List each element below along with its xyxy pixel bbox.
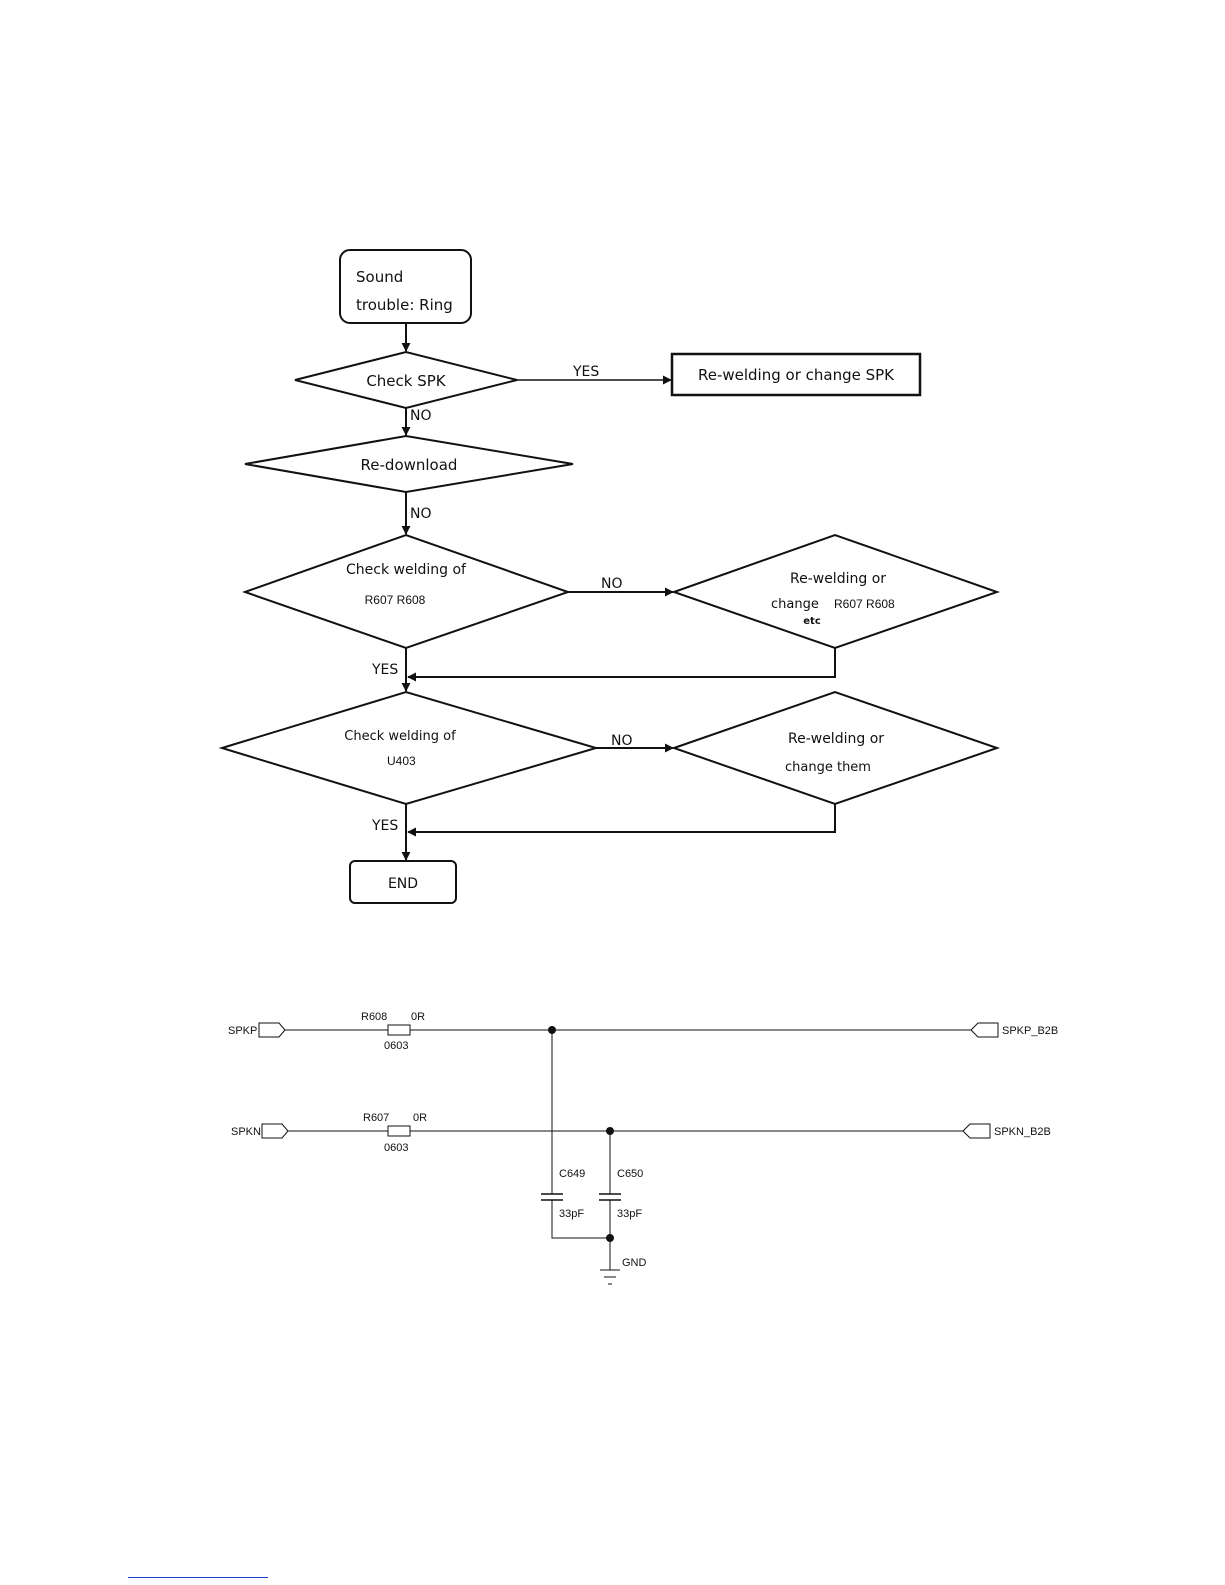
r608-ref: R608 — [361, 1011, 387, 1023]
check-r607-no-label: NO — [601, 576, 623, 592]
spkn-b2b-label: SPKN_B2B — [994, 1126, 1051, 1138]
re-welding-spk-label: Re-welding or change SPK — [698, 366, 895, 384]
return-u403-loop — [408, 804, 835, 832]
spkn-label: SPKN — [231, 1126, 261, 1138]
c650-value: 33pF — [617, 1208, 642, 1220]
check-u403-label-2: U403 — [387, 754, 416, 768]
end-label: END — [388, 876, 418, 892]
re-download-label: Re-download — [361, 456, 458, 474]
spkp-label: SPKP — [228, 1025, 257, 1037]
check-r607-label-2: R607 R608 — [365, 593, 426, 607]
re-download-no-label: NO — [410, 506, 432, 522]
rewelding-r607-diamond — [674, 535, 997, 648]
rewelding-r607-label-2: change — [771, 597, 819, 612]
check-r607-yes-label: YES — [371, 662, 398, 678]
return-r607-loop — [408, 648, 835, 677]
rewelding-u403-diamond — [674, 692, 997, 804]
c650-ref: C650 — [617, 1168, 643, 1180]
r607-body — [388, 1126, 410, 1136]
spkp-b2b-port — [971, 1023, 998, 1037]
start-label-2: trouble: Ring — [356, 296, 453, 314]
spkp-port — [259, 1023, 285, 1037]
c649-value: 33pF — [559, 1208, 584, 1220]
rewelding-u403-label-1: Re-welding or — [788, 731, 884, 747]
check-u403-diamond — [222, 692, 596, 804]
rewelding-r607-label-2b: R607 R608 — [834, 597, 895, 611]
c649-ref: C649 — [559, 1168, 585, 1180]
r607-value: 0R — [413, 1112, 427, 1124]
rewelding-r607-label-1: Re-welding or — [790, 571, 886, 587]
check-u403-no-label: NO — [611, 733, 633, 749]
gnd-label: GND — [622, 1257, 647, 1269]
footer-rule — [128, 1577, 268, 1578]
check-r607-label-1: Check welding of — [346, 562, 467, 578]
rewelding-r607-label-3: etc — [803, 616, 821, 627]
schematic-labels: SPKP R608 0R 0603 SPKP_B2B SPKN R607 0R … — [228, 1011, 1058, 1269]
spkn-port — [262, 1124, 288, 1138]
spkn-b2b-port — [963, 1124, 990, 1138]
gnd-junction — [607, 1235, 614, 1242]
rewelding-u403-label-2: change them — [785, 760, 871, 775]
check-spk-label: Check SPK — [366, 372, 446, 390]
r607-package: 0603 — [384, 1142, 408, 1154]
schematic — [259, 1023, 998, 1284]
check-u403-yes-label: YES — [371, 818, 398, 834]
r608-value: 0R — [411, 1011, 425, 1023]
spkp-b2b-label: SPKP_B2B — [1002, 1025, 1058, 1037]
start-label-1: Sound — [356, 268, 403, 286]
r607-ref: R607 — [363, 1112, 389, 1124]
r608-body — [388, 1025, 410, 1035]
check-u403-label-1: Check welding of — [344, 729, 456, 744]
check-r607-diamond — [245, 535, 568, 648]
check-spk-no-label: NO — [410, 408, 432, 424]
check-spk-yes-label: YES — [572, 364, 599, 380]
r608-package: 0603 — [384, 1040, 408, 1052]
